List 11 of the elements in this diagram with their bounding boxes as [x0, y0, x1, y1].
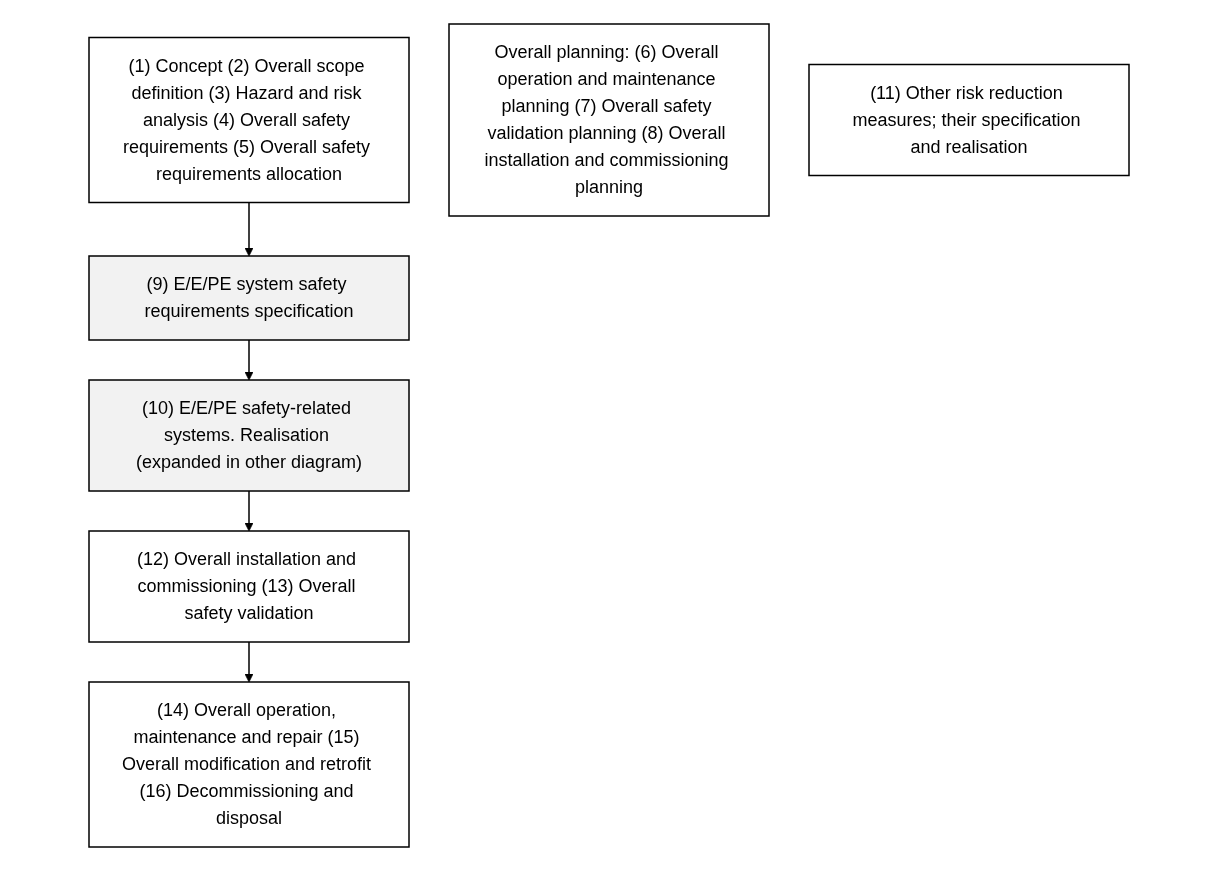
- node-box: (1) Concept (2) Overall scope definition (3) Hazard and risk analysis (4) Overall safety requirements (5) Overall safety requirements allocation: [88, 36, 410, 204]
- arrow: [244, 641, 254, 683]
- node-box: (11) Other risk reduction measures; their specification and realisation: [808, 63, 1130, 177]
- node-box: Overall planning: (6) Overall operation and maintenance planning (7) Overall safety validation planning (8) Overall installation and commissioning planning: [448, 23, 770, 217]
- arrow: [244, 201, 254, 257]
- node-box: (14) Overall operation, maintenance and repair (15) Overall modification and retrofit (16) Decommissioning and disposal: [88, 681, 410, 848]
- arrow: [244, 490, 254, 532]
- node-box: (10) E/E/PE safety-related systems. Realisation (expanded in other diagram): [88, 379, 410, 492]
- arrow: [244, 339, 254, 381]
- node-box: (12) Overall installation and commissioning (13) Overall safety validation: [88, 530, 410, 643]
- node-box: (9) E/E/PE system safety requirements specification: [88, 255, 410, 341]
